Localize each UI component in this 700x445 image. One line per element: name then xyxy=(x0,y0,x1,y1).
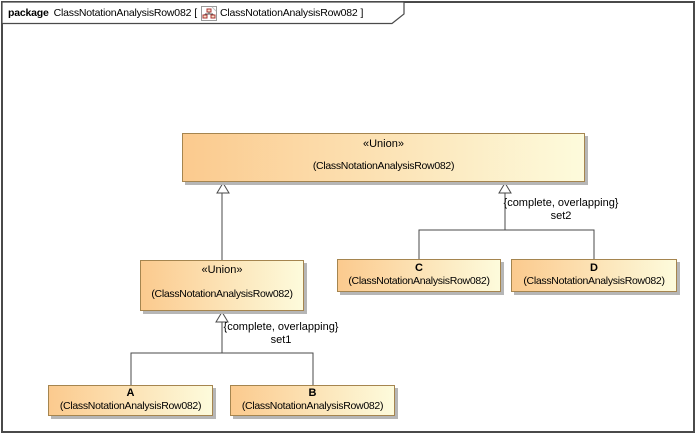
owner-label: (ClassNotationAnalysisRow082) xyxy=(151,288,293,300)
owner-label: (ClassNotationAnalysisRow082) xyxy=(348,275,490,287)
frame-package-name: ClassNotationAnalysisRow082 xyxy=(53,7,192,19)
set2-constraint: {complete, overlapping} xyxy=(503,197,619,209)
class-name: D xyxy=(590,262,598,274)
set2-name: set2 xyxy=(550,210,572,222)
class-node-d[interactable]: D (ClassNotationAnalysisRow082) xyxy=(511,259,677,292)
class-name: C xyxy=(415,262,423,274)
class-node-union-child[interactable]: «Union» (ClassNotationAnalysisRow082) xyxy=(140,260,304,311)
owner-label: (ClassNotationAnalysisRow082) xyxy=(523,275,665,287)
class-node-b[interactable]: B (ClassNotationAnalysisRow082) xyxy=(230,385,395,416)
class-diagram-icon xyxy=(200,5,217,21)
set1-name: set1 xyxy=(270,334,292,346)
class-node-union-parent[interactable]: «Union» (ClassNotationAnalysisRow082) xyxy=(182,133,585,182)
class-name: A xyxy=(126,387,135,399)
generalization-edge-unionchild-to-unionparent[interactable] xyxy=(216,182,230,260)
set1-constraint: {complete, overlapping} xyxy=(223,321,339,333)
frame-keyword: package xyxy=(8,7,49,19)
stereotype-label: «Union» xyxy=(363,138,404,150)
frame-diagram-name: ClassNotationAnalysisRow082 xyxy=(219,7,358,19)
class-node-a[interactable]: A (ClassNotationAnalysisRow082) xyxy=(48,385,213,416)
frame-header: package ClassNotationAnalysisRow082 [ Cl… xyxy=(3,3,403,23)
generalization-set1-label[interactable]: {complete, overlapping} set1 xyxy=(221,321,341,347)
frame-close-bracket: ] xyxy=(360,7,364,19)
frame-open-bracket: [ xyxy=(194,7,197,19)
owner-label: (ClassNotationAnalysisRow082) xyxy=(312,160,455,172)
class-node-c[interactable]: C (ClassNotationAnalysisRow082) xyxy=(337,259,501,292)
generalization-set2-label[interactable]: {complete, overlapping} set2 xyxy=(500,197,622,223)
owner-label: (ClassNotationAnalysisRow082) xyxy=(59,400,202,412)
stereotype-label: «Union» xyxy=(201,264,243,276)
owner-label: (ClassNotationAnalysisRow082) xyxy=(241,400,384,412)
class-name: B xyxy=(308,387,317,399)
